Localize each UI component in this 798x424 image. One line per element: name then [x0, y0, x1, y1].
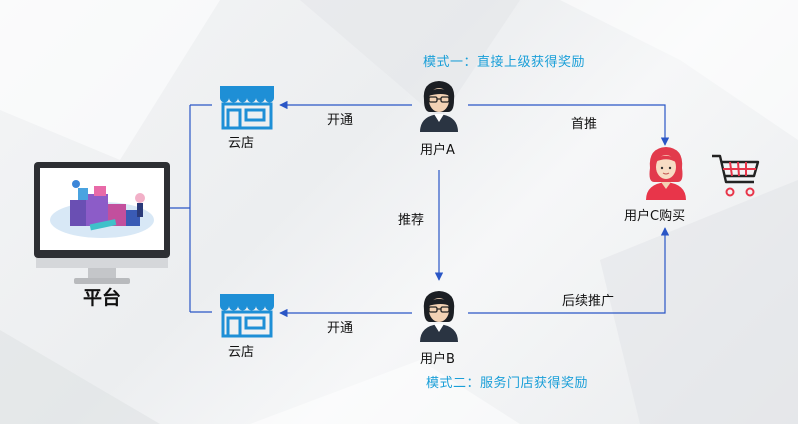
store-icon: [220, 294, 274, 338]
user-b-label: 用户B: [420, 352, 455, 367]
user-a-label: 用户A: [420, 143, 455, 158]
mode-1-caption: 模式一：直接上级获得奖励: [423, 55, 586, 70]
user-c-label: 用户C购买: [624, 209, 686, 224]
store-icon: [220, 86, 274, 130]
first-push-arrow: [468, 104, 670, 146]
recommend-label: 推荐: [398, 213, 425, 228]
user-b-avatar-icon: [420, 291, 458, 342]
follow-up-label: 后续推广: [562, 294, 615, 309]
user-a-avatar-icon: [420, 81, 458, 132]
shopping-cart-icon: [712, 154, 760, 197]
mode-2-caption: 模式二：服务门店获得奖励: [426, 376, 589, 391]
store-top-label: 云店: [228, 136, 255, 151]
platform-label: 平台: [83, 287, 122, 309]
store-bottom-label: 云店: [228, 345, 255, 360]
follow-up-arrow: [468, 227, 670, 314]
user-c-avatar-icon: [646, 147, 686, 200]
open-bottom-label: 开通: [327, 321, 354, 336]
first-push-label: 首推: [571, 117, 598, 132]
open-top-label: 开通: [327, 113, 354, 128]
platform-monitor-icon: [34, 162, 170, 284]
